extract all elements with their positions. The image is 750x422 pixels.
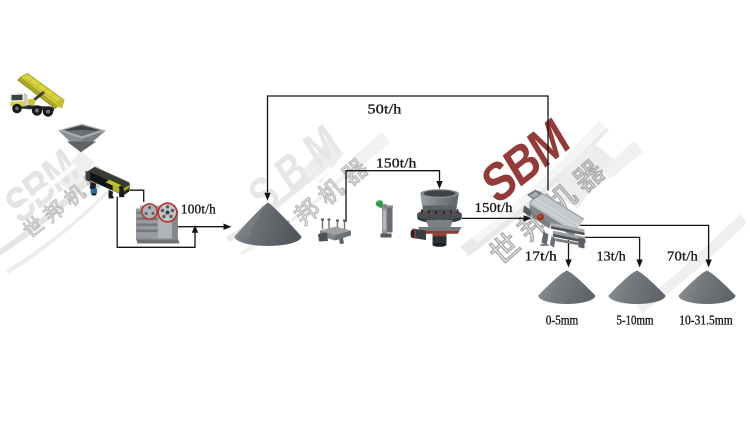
svg-text:5-10mm: 5-10mm — [617, 312, 654, 327]
svg-text:10-31.5mm: 10-31.5mm — [679, 312, 733, 327]
svg-text:13t/h: 13t/h — [596, 250, 626, 265]
svg-text:0-5mm: 0-5mm — [546, 312, 579, 327]
svg-text:150t/h: 150t/h — [475, 201, 513, 216]
svg-text:17t/h: 17t/h — [525, 250, 557, 265]
svg-text:70t/h: 70t/h — [667, 250, 698, 265]
svg-text:50t/h: 50t/h — [368, 102, 402, 117]
svg-text:150t/h: 150t/h — [376, 157, 417, 172]
svg-text:100t/h: 100t/h — [181, 203, 216, 218]
